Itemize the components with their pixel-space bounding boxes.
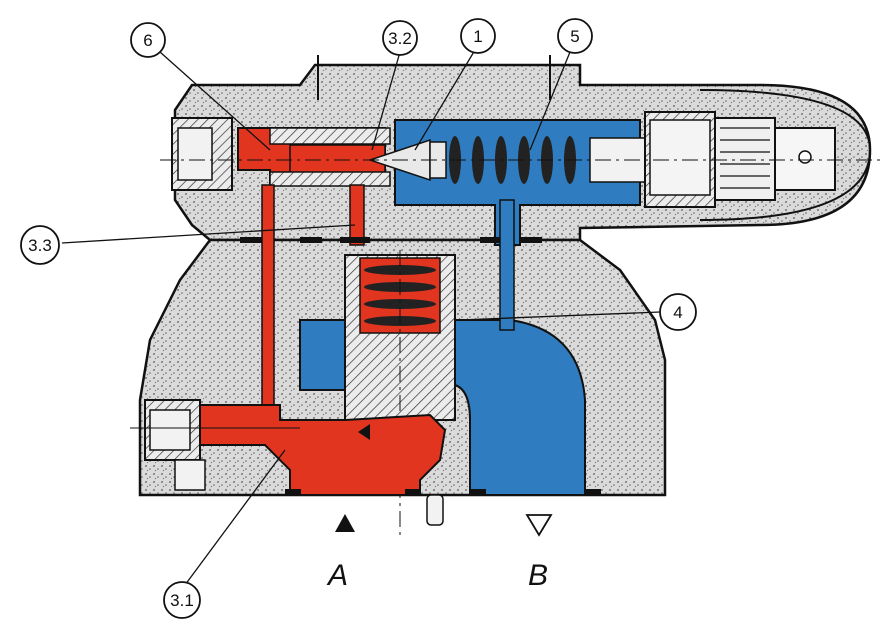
locating-pin bbox=[426, 494, 444, 526]
bolt-center bbox=[798, 150, 812, 164]
screw-plug bbox=[174, 459, 206, 491]
pilot-line-vertical bbox=[261, 184, 275, 416]
orifice-3-3 bbox=[349, 184, 365, 246]
seat-block-top bbox=[269, 127, 391, 145]
svg-text:3.2: 3.2 bbox=[388, 29, 412, 48]
flow-arrow bbox=[358, 424, 370, 440]
pilot-drain-line bbox=[499, 199, 515, 331]
port-a-label: A bbox=[326, 559, 348, 592]
top-screws bbox=[317, 55, 551, 100]
svg-text:5: 5 bbox=[570, 27, 579, 46]
callout-6: 6 bbox=[130, 22, 166, 58]
svg-text:1: 1 bbox=[473, 27, 482, 46]
port-b-label: B bbox=[528, 559, 548, 592]
svg-text:3.3: 3.3 bbox=[28, 236, 52, 255]
lock-nut-thread bbox=[720, 127, 770, 189]
svg-text:6: 6 bbox=[143, 31, 152, 50]
svg-text:3.1: 3.1 bbox=[170, 591, 194, 610]
left-plug-head bbox=[177, 127, 213, 181]
lower-plug-head bbox=[149, 409, 191, 451]
bottom-seals bbox=[285, 489, 601, 496]
port-b-symbol bbox=[525, 514, 553, 537]
svg-text:4: 4 bbox=[673, 303, 682, 322]
callout-1: 1 bbox=[460, 18, 496, 54]
end-cap-outline bbox=[699, 89, 872, 221]
port-a-symbol bbox=[335, 514, 355, 532]
callout-5: 5 bbox=[557, 18, 593, 54]
adjuster-screw bbox=[649, 119, 711, 196]
callout-3-2: 3.2 bbox=[382, 20, 418, 56]
seat-block-bottom bbox=[269, 171, 391, 187]
callout-4: 4 bbox=[659, 293, 697, 331]
junction-seals bbox=[240, 237, 542, 243]
callout-3-3: 3.3 bbox=[20, 225, 60, 265]
callout-3-1: 3.1 bbox=[163, 581, 201, 619]
leader-lines bbox=[61, 49, 661, 586]
adjusting-bolt-head bbox=[774, 127, 836, 191]
